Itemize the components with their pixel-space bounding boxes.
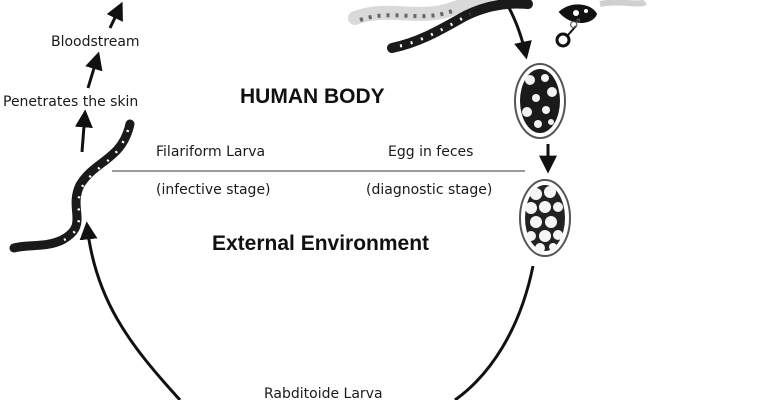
rabditoide-larva-label: Rabditoide Larva <box>264 386 383 400</box>
arrow-exit-top <box>106 1 123 29</box>
egg-in-feces-label: Egg in feces <box>388 144 474 160</box>
bloodstream-label: Bloodstream <box>51 34 140 50</box>
filariform-larva-icon <box>9 119 135 253</box>
human-body-heading: HUMAN BODY <box>240 85 385 108</box>
cycle-arc-right <box>454 265 535 400</box>
male-symbol-circle <box>555 32 571 48</box>
male-symbol: ♂ <box>569 17 581 32</box>
adult-worm-icon <box>348 0 647 53</box>
cycle-arc-left <box>79 221 182 400</box>
egg-icon <box>514 63 566 139</box>
filariform-larva-label: Filariform Larva <box>156 144 266 160</box>
penetrates-skin-label: Penetrates the skin <box>3 94 139 110</box>
embryonated-egg-icon <box>519 179 571 257</box>
diagnostic-stage-label: (diagnostic stage) <box>366 182 493 198</box>
infective-stage-label: (infective stage) <box>156 182 271 198</box>
external-environment-heading: External Environment <box>212 232 430 255</box>
arrow-to-bloodstream <box>85 51 103 89</box>
arrow-to-skin <box>74 109 93 153</box>
arrow-to-egg <box>506 5 532 60</box>
